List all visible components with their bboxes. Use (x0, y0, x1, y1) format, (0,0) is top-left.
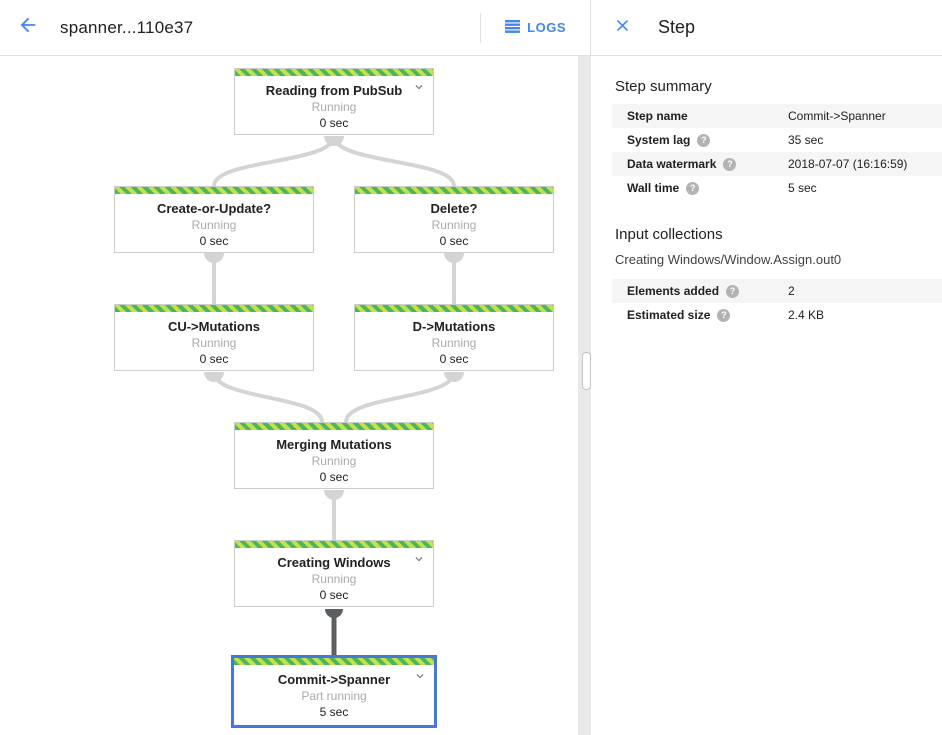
node-title: CU->Mutations (167, 319, 261, 334)
input-collections-heading: Input collections (615, 226, 723, 243)
running-stripe (235, 541, 433, 548)
arrow-back-icon (17, 14, 39, 41)
node-time: 0 sec (199, 352, 229, 366)
node-title: Commit->Spanner (277, 672, 391, 687)
table-row: Data watermark 2018-07-07 (16:16:59) (612, 152, 942, 176)
row-value: 5 sec (788, 181, 817, 195)
close-panel-button[interactable] (608, 14, 636, 42)
node-title: Reading from PubSub (265, 83, 403, 98)
table-row: Estimated size 2.4 KB (612, 303, 942, 327)
node-title: Delete? (430, 201, 478, 216)
graph-edges (204, 135, 464, 655)
row-label: Step name (627, 109, 688, 123)
help-icon[interactable] (723, 157, 737, 171)
step-detail-panel: Step summary Step name Commit->Spanner S… (591, 56, 942, 735)
graph-node[interactable]: Create-or-Update? Running 0 sec (114, 186, 314, 253)
toolbar-divider (480, 12, 482, 43)
node-time: 5 sec (319, 705, 349, 719)
top-bar-right: Step (591, 0, 942, 55)
node-status: Part running (301, 689, 367, 703)
row-value: 2.4 KB (788, 308, 825, 322)
node-title: Merging Mutations (276, 437, 392, 452)
row-value: Commit->Spanner (788, 109, 886, 123)
row-value: 35 sec (788, 133, 824, 147)
running-stripe (115, 187, 313, 194)
node-time: 0 sec (319, 116, 349, 130)
help-icon[interactable] (717, 308, 731, 322)
node-time: 0 sec (199, 234, 229, 248)
close-icon (613, 16, 632, 40)
table-row: Step name Commit->Spanner (612, 104, 942, 128)
running-stripe (355, 187, 553, 194)
row-label: Elements added (612, 284, 788, 298)
chevron-down-icon[interactable] (413, 669, 427, 683)
running-stripe (355, 305, 553, 312)
panel-resize-handle[interactable] (582, 352, 591, 390)
help-icon[interactable] (697, 133, 711, 147)
graph-node[interactable]: D->Mutations Running 0 sec (354, 304, 554, 371)
graph-node[interactable]: Reading from PubSub Running 0 sec (234, 68, 434, 135)
node-status: Running (191, 218, 237, 232)
graph-node[interactable]: Merging Mutations Running 0 sec (234, 422, 434, 489)
graph-node[interactable]: Delete? Running 0 sec (354, 186, 554, 253)
step-summary-table: Step name Commit->Spanner System lag 35 … (612, 104, 942, 200)
running-stripe (115, 305, 313, 312)
node-status: Running (311, 572, 357, 586)
node-status: Running (311, 100, 357, 114)
running-stripe (234, 658, 434, 665)
input-collections-table: Elements added 2 Estimated size 2.4 KB (612, 279, 942, 327)
help-icon[interactable] (726, 284, 740, 298)
node-time: 0 sec (319, 470, 349, 484)
row-label: Wall time (612, 181, 788, 195)
top-bar: spanner...110e37 LOGS (0, 0, 942, 56)
row-value: 2018-07-07 (16:16:59) (788, 157, 908, 171)
pipeline-graph[interactable]: Reading from PubSub Running 0 sec Create… (0, 56, 578, 735)
node-title: D->Mutations (412, 319, 496, 334)
node-time: 0 sec (319, 588, 349, 602)
job-title: spanner...110e37 (60, 17, 194, 37)
node-status: Running (191, 336, 237, 350)
logs-button[interactable]: LOGS (497, 13, 574, 42)
chevron-down-icon[interactable] (412, 552, 426, 566)
node-status: Running (431, 218, 477, 232)
node-time: 0 sec (439, 234, 469, 248)
node-status: Running (311, 454, 357, 468)
node-title: Creating Windows (277, 555, 391, 570)
row-label: Data watermark (612, 157, 788, 171)
help-icon[interactable] (686, 181, 700, 195)
row-label: Estimated size (612, 308, 788, 322)
table-row: Wall time 5 sec (612, 176, 942, 200)
node-status: Running (431, 336, 477, 350)
panel-resize-divider (578, 56, 591, 735)
running-stripe (235, 69, 433, 76)
table-row: Elements added 2 (612, 279, 942, 303)
graph-node[interactable]: Creating Windows Running 0 sec (234, 540, 434, 607)
step-summary-heading: Step summary (615, 78, 712, 95)
table-row: System lag 35 sec (612, 128, 942, 152)
chevron-down-icon[interactable] (412, 80, 426, 94)
input-collection-name: Creating Windows/Window.Assign.out0 (615, 252, 842, 267)
node-title: Create-or-Update? (156, 201, 272, 216)
running-stripe (235, 423, 433, 430)
graph-node[interactable]: CU->Mutations Running 0 sec (114, 304, 314, 371)
top-bar-left: spanner...110e37 LOGS (0, 0, 591, 55)
graph-node-selected[interactable]: Commit->Spanner Part running 5 sec (231, 655, 437, 728)
row-value: 2 (788, 284, 795, 298)
logs-button-label: LOGS (527, 20, 566, 35)
logs-list-icon (505, 19, 521, 36)
row-label: System lag (612, 133, 788, 147)
node-time: 0 sec (439, 352, 469, 366)
panel-title: Step (658, 17, 696, 37)
back-button[interactable] (14, 14, 42, 42)
